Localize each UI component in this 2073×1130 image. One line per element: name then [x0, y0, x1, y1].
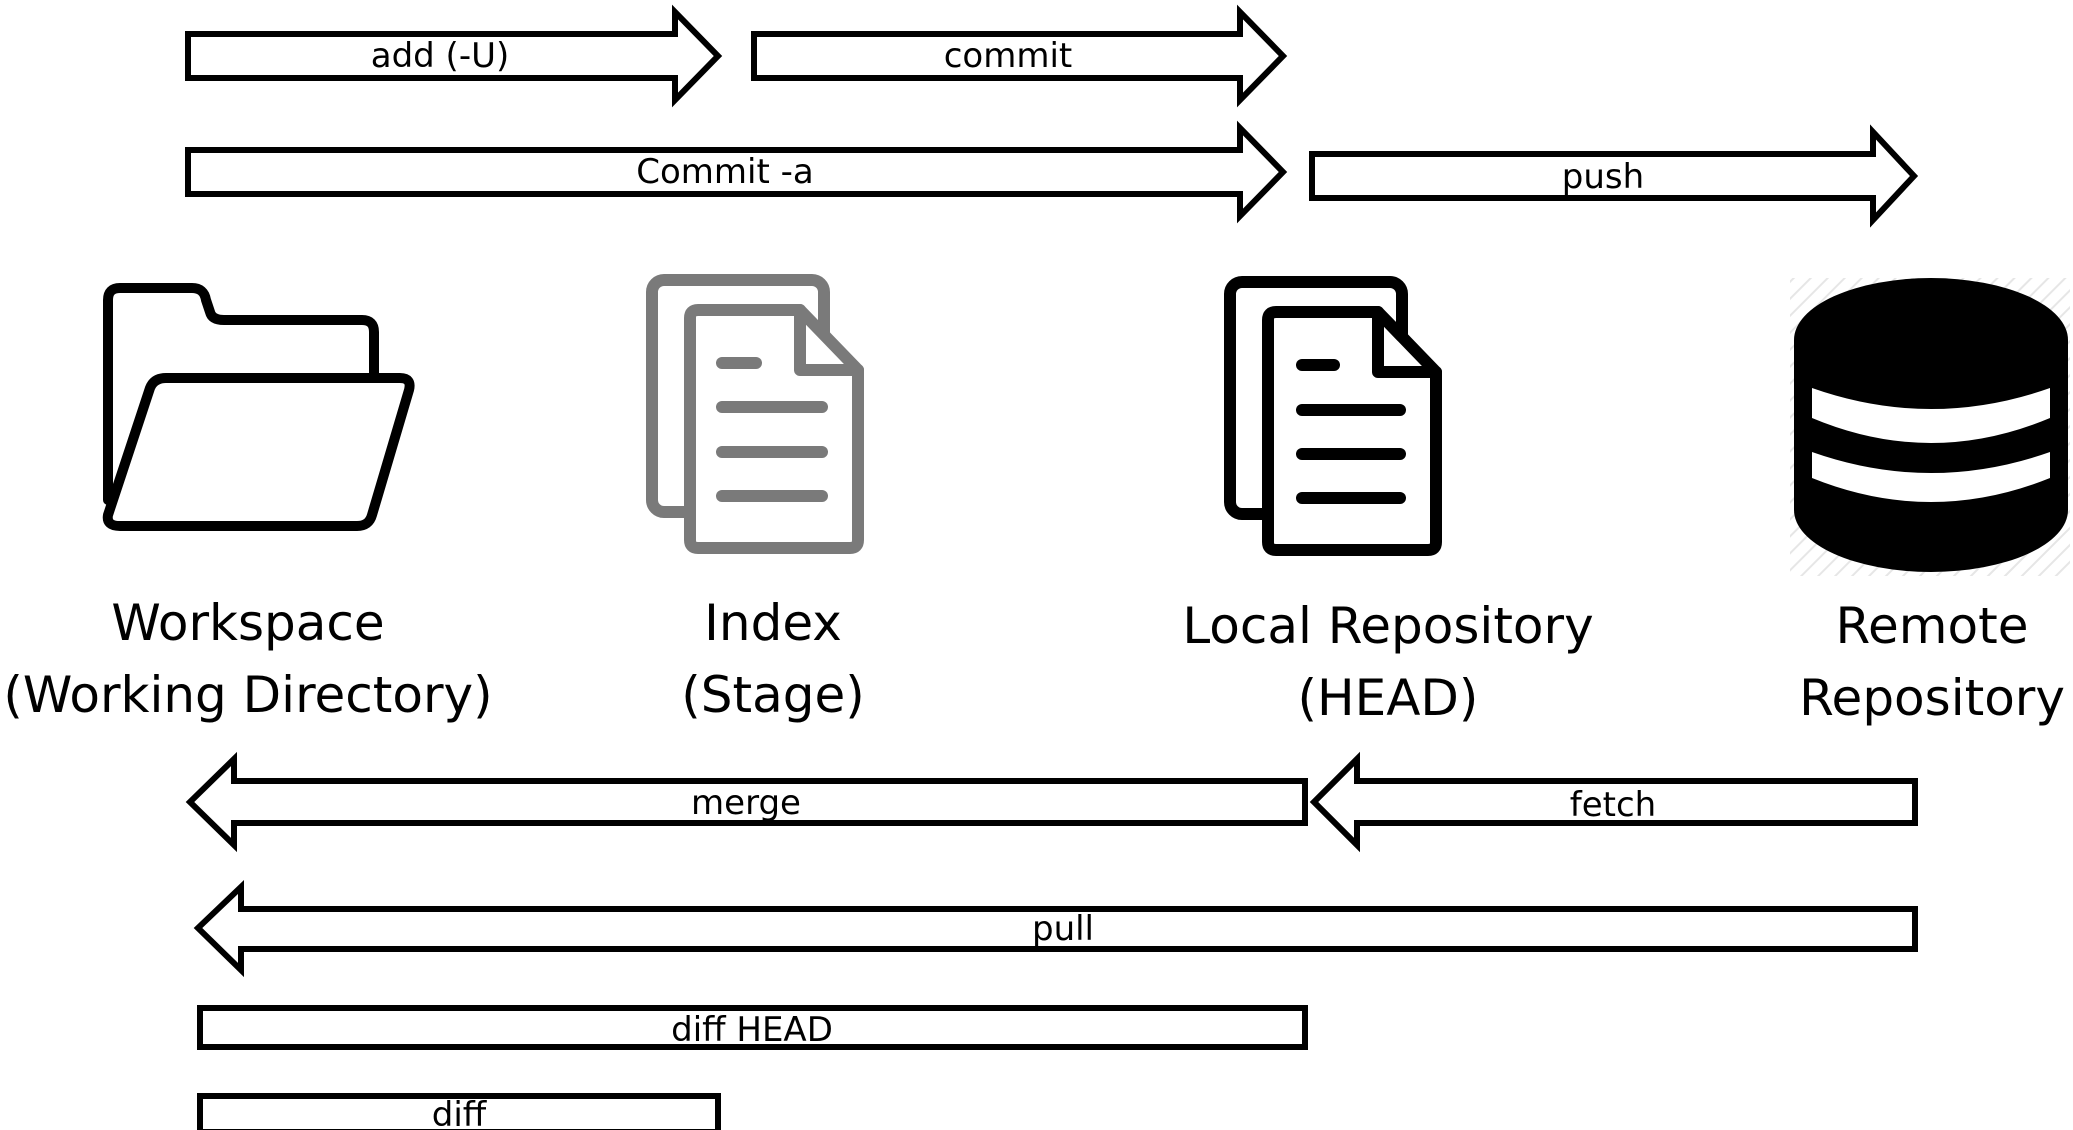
add-arrow-label: add (-U) [371, 36, 510, 76]
remote-repository-label-line2: Repository [1799, 669, 2065, 727]
local-repository-label-line1: Local Repository [1182, 597, 1593, 655]
folder-icon [102, 283, 415, 531]
diff-bar: diff [197, 1093, 721, 1130]
add-arrow: add (-U) [185, 4, 723, 108]
pull-arrow-label: pull [1032, 909, 1094, 949]
push-arrow: push [1309, 124, 1919, 228]
diff-bar-label: diff [432, 1095, 488, 1130]
fetch-arrow-label: fetch [1570, 785, 1656, 825]
diff-head-bar-label: diff HEAD [671, 1010, 833, 1050]
merge-arrow-label: merge [691, 783, 801, 823]
index-label-line1: Index [704, 594, 842, 652]
commit-a-arrow-label: Commit -a [636, 152, 813, 192]
local-repository-document-icon [1224, 276, 1442, 556]
commit-arrow: commit [751, 4, 1288, 108]
fetch-arrow: fetch [1309, 751, 1918, 853]
diff-head-bar: diff HEAD [197, 1005, 1308, 1050]
commit-arrow-label: commit [944, 36, 1073, 76]
index-label-line2: (Stage) [681, 666, 865, 724]
push-arrow-label: push [1562, 157, 1644, 197]
workspace-label-line2: (Working Directory) [3, 666, 492, 724]
database-icon [1790, 278, 2070, 576]
workspace-label-line1: Workspace [111, 594, 384, 652]
pull-arrow: pull [193, 879, 1918, 978]
commit-a-arrow: Commit -a [185, 120, 1288, 224]
index-document-icon [646, 274, 864, 554]
remote-repository-label-line1: Remote [1836, 597, 2029, 655]
local-repository-label-line2: (HEAD) [1298, 669, 1479, 727]
merge-arrow: merge [185, 751, 1308, 853]
